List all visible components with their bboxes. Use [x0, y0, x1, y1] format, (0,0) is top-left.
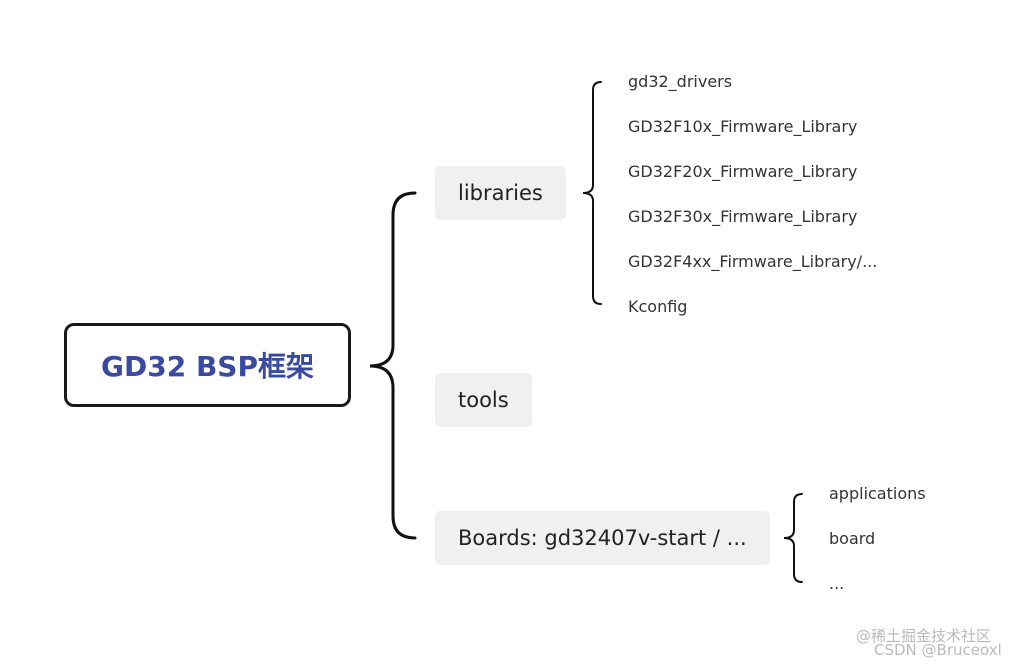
leaf-applications: applications	[829, 484, 926, 503]
branch-boards: Boards: gd32407v-start / ...	[435, 511, 770, 565]
watermark-csdn: CSDN @Bruceoxl	[874, 641, 1002, 659]
leaf-gd32-drivers: gd32_drivers	[628, 72, 733, 91]
branch-libraries: libraries	[435, 166, 566, 220]
leaf-gd32f30x: GD32F30x_Firmware_Library	[628, 207, 858, 226]
leaf-gd32f4xx: GD32F4xx_Firmware_Library/...	[628, 252, 878, 271]
libraries-brace	[582, 81, 602, 305]
leaf-kconfig: Kconfig	[628, 297, 688, 316]
main-brace	[369, 191, 417, 540]
leaf-gd32f10x: GD32F10x_Firmware_Library	[628, 117, 858, 136]
boards-brace	[783, 493, 803, 583]
leaf-gd32f20x: GD32F20x_Firmware_Library	[628, 162, 858, 181]
branch-tools: tools	[435, 373, 532, 427]
leaf-board: board	[829, 529, 876, 548]
watermark-juejin: @稀土掘金技术社区	[856, 627, 992, 645]
root-node: GD32 BSP框架	[64, 323, 351, 407]
leaf-ellipsis: ...	[829, 574, 845, 593]
